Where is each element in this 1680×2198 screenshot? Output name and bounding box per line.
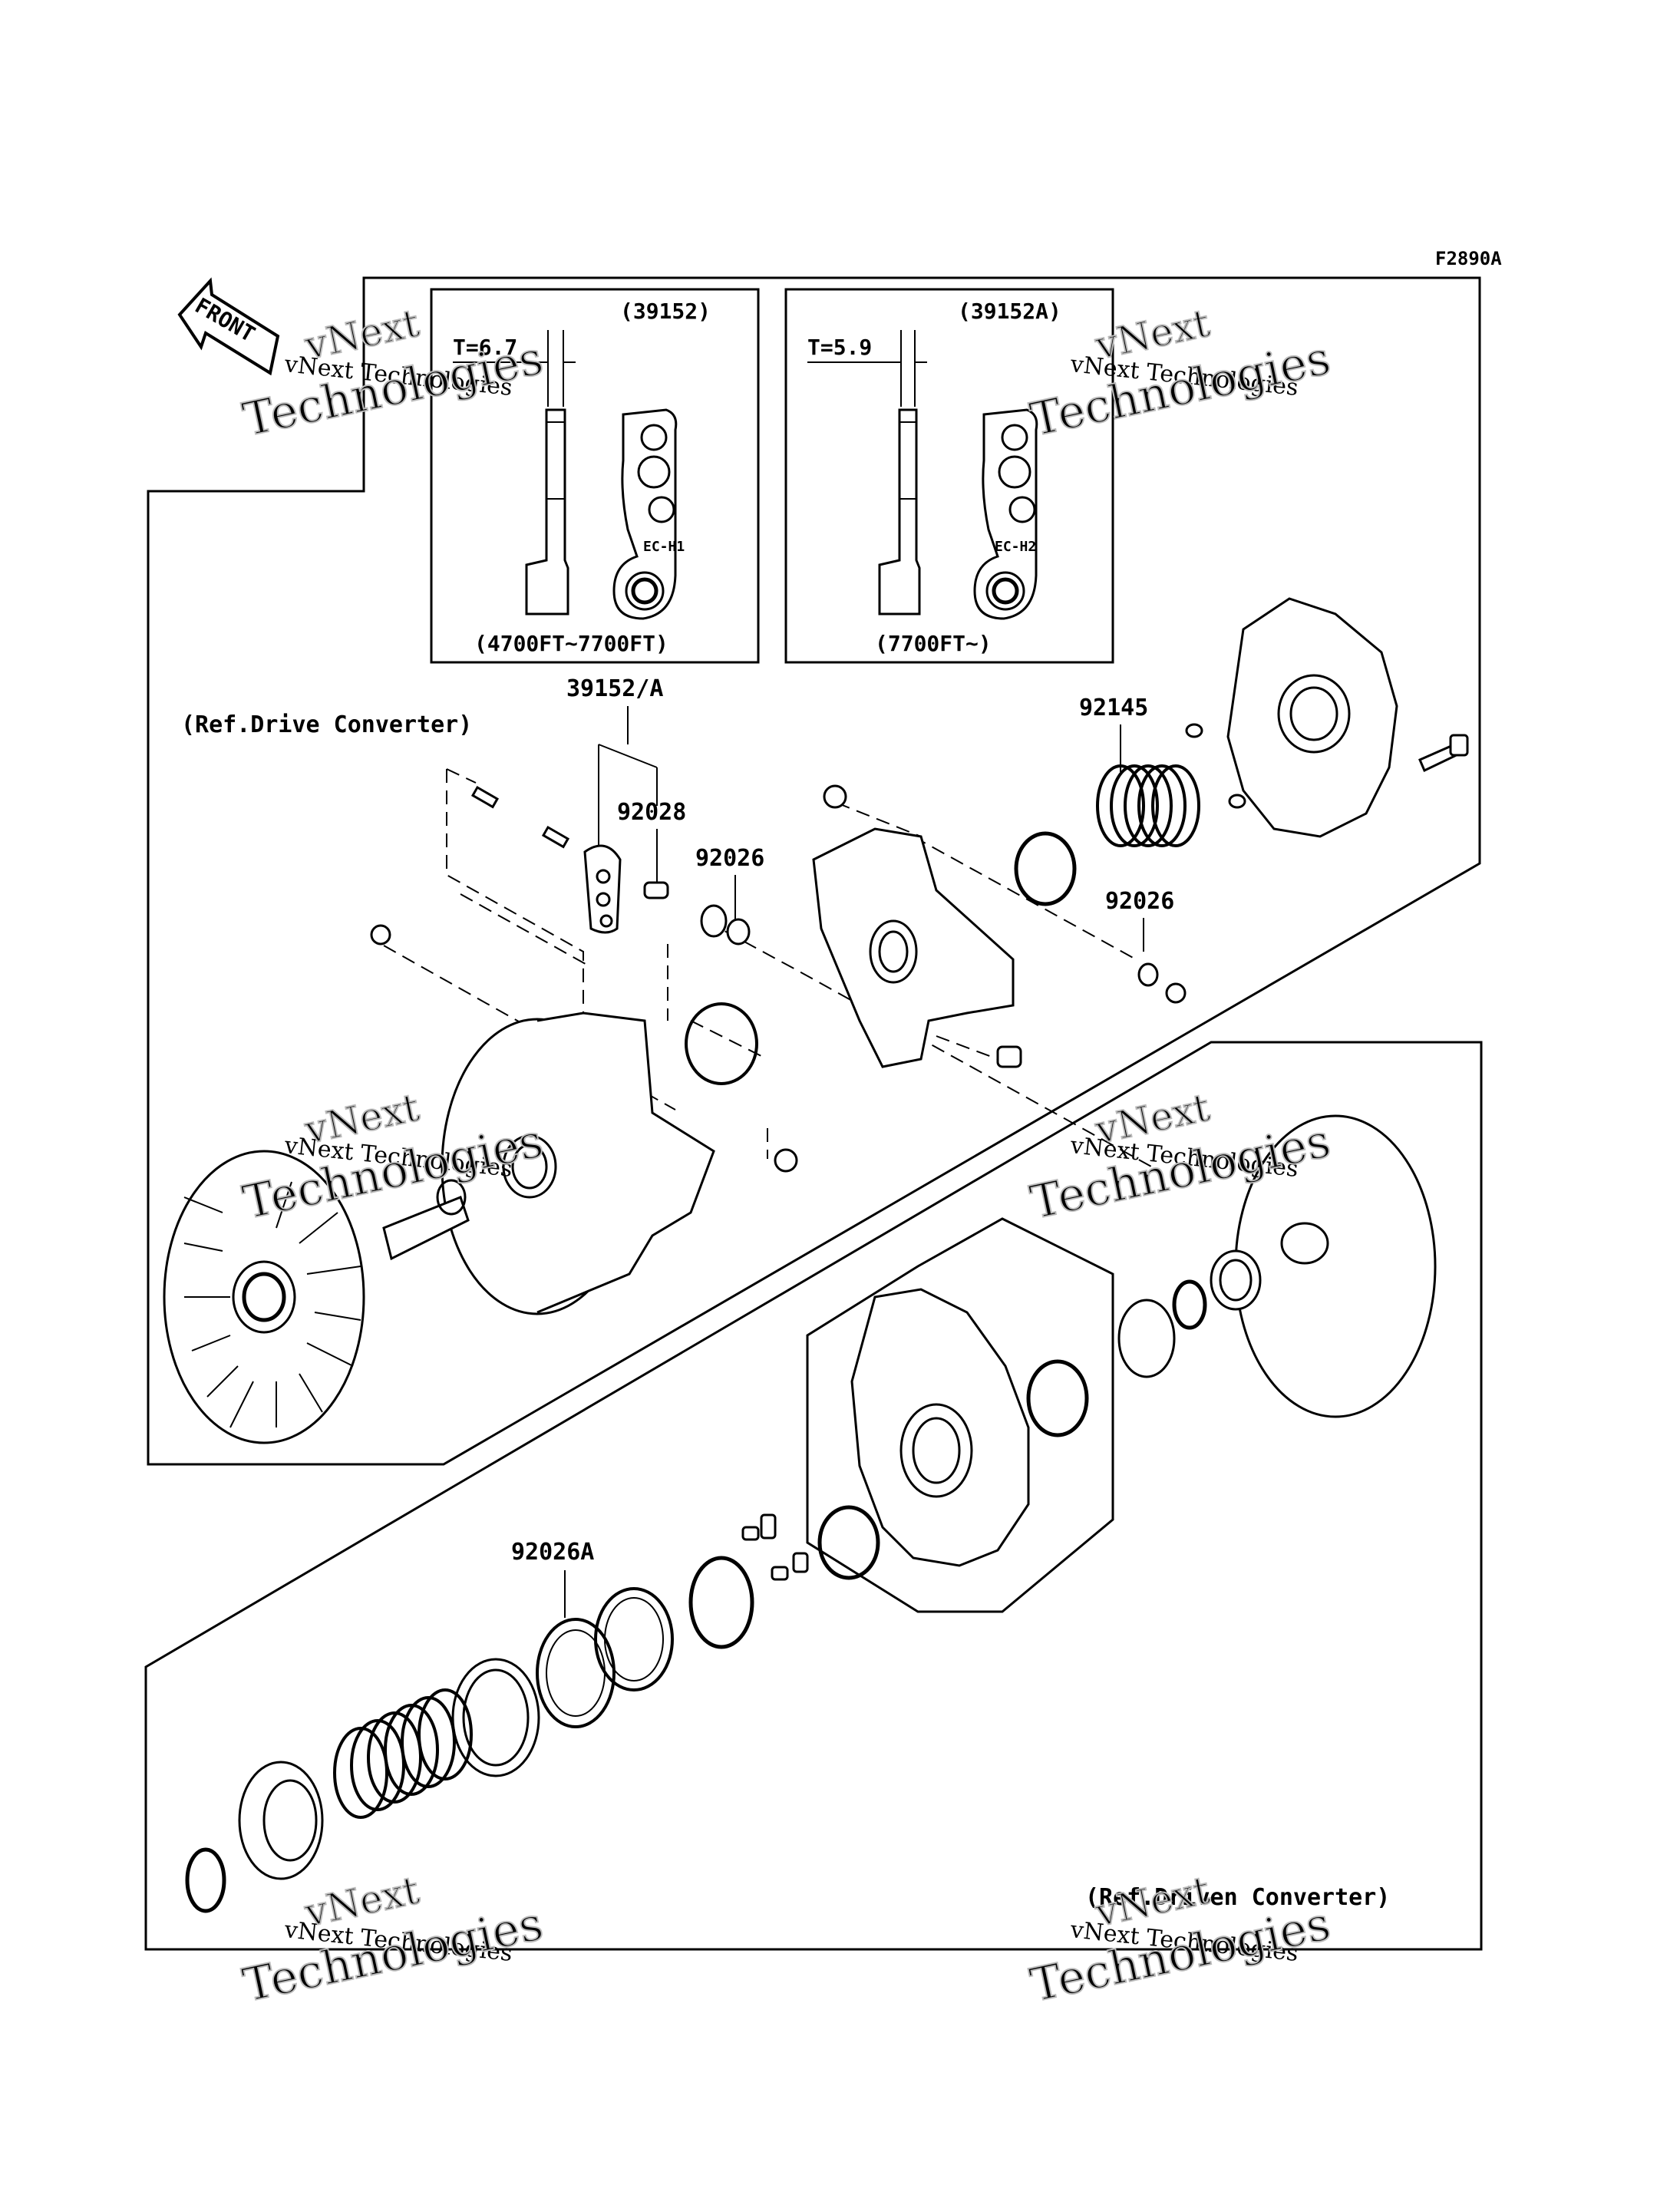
drive-converter-outline [147, 276, 1481, 1466]
inset-left-thickness: T=6.7 [453, 335, 517, 360]
callout-39152a: 39152/A [566, 675, 663, 702]
callout-92026a: 92026A [511, 1539, 594, 1566]
drive-converter-parts [163, 597, 1469, 1444]
callout-92028: 92028 [617, 799, 686, 826]
inset-right-range: (7700FT~) [875, 631, 992, 656]
ref-drive-label: (Ref.Drive Converter) [181, 711, 472, 738]
callout-92026-right: 92026 [1105, 888, 1174, 915]
inset-right-mark: EC-H2 [995, 539, 1036, 555]
inset-left-code: (39152) [620, 299, 711, 324]
inset-box-39152 [430, 288, 760, 664]
figure-code: F2890A [1435, 248, 1502, 269]
callout-92145: 92145 [1079, 695, 1148, 721]
driven-converter-parts [185, 1114, 1437, 1913]
inset-right-code: (39152A) [958, 299, 1061, 324]
inset-right-content: (39152A) T=5.9 EC-H2 (7700FT~) [807, 299, 1061, 656]
inset-left-range: (4700FT~7700FT) [474, 631, 668, 656]
inset-left-mark: EC-H1 [643, 539, 685, 555]
inset-box-39152a [784, 288, 1114, 664]
callout-92026-left: 92026 [695, 845, 764, 872]
inset-right-thickness: T=5.9 [807, 335, 872, 360]
inset-left-content: (39152) T=6.7 EC-H1 (4700FT~7700FT) [453, 299, 711, 656]
ref-driven-label: (Ref.Driven Converter) [1085, 1884, 1390, 1911]
front-arrow-icon: FRONT [177, 277, 280, 376]
driven-converter-outline [144, 1041, 1483, 1951]
